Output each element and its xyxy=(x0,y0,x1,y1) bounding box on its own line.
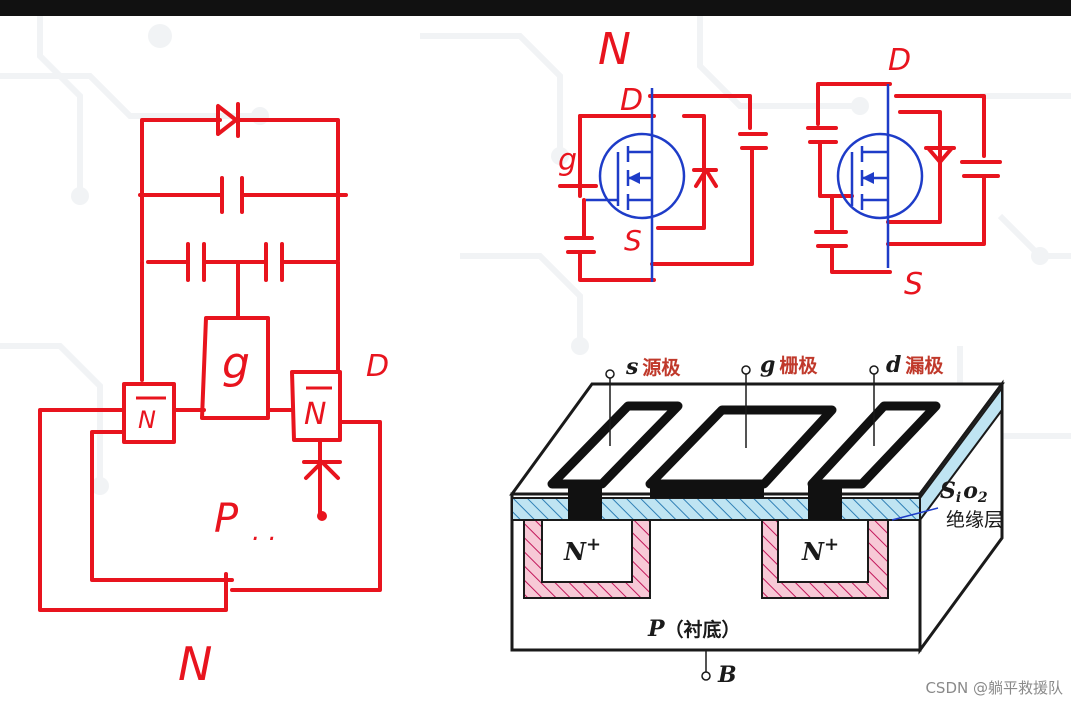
top-diode-symbol xyxy=(216,102,240,138)
watermark: CSDN @躺平救援队 xyxy=(925,679,1063,697)
cap-row-1 xyxy=(138,176,348,214)
sym1-drain-label: D xyxy=(620,83,643,118)
left-n-source: N xyxy=(138,406,156,434)
top-bar xyxy=(0,0,1071,16)
sym1-gate-label: g xyxy=(558,143,577,178)
n-plus-drain xyxy=(777,519,869,583)
sym2-drain-label: D xyxy=(888,43,911,78)
insulator-label: 绝缘层 xyxy=(946,509,1003,531)
top-diode-wire xyxy=(140,118,340,197)
substrate-outline xyxy=(38,408,382,612)
drain-n-box xyxy=(290,370,342,442)
source-n-box xyxy=(122,382,176,444)
sym2-source-label: S xyxy=(904,267,923,302)
n-plus-drain-label: N+ xyxy=(801,534,839,566)
left-bottom-n: N xyxy=(178,637,212,691)
sym1-source-label: S xyxy=(624,224,642,257)
n-plus-source-label: N+ xyxy=(563,534,601,566)
sio2-label: Sio2 xyxy=(940,478,988,506)
cap-row-2 xyxy=(146,242,338,282)
n-plus-source xyxy=(541,519,633,583)
substrate-label: P（衬底） xyxy=(647,616,741,642)
left-n-drain: N xyxy=(304,397,326,432)
cap-row-1-vert xyxy=(140,193,340,262)
gate-box xyxy=(200,316,270,420)
left-drain-label: D xyxy=(366,349,389,384)
left-gate-label: g xyxy=(222,338,250,389)
left-sketch xyxy=(38,102,382,612)
bulk-label: B xyxy=(717,662,737,688)
left-dots: . . xyxy=(252,517,277,547)
body-diode xyxy=(302,438,342,518)
right-title-n: N xyxy=(598,24,631,75)
mosfet-symbol-2: D S xyxy=(806,43,1002,302)
cap-row-2-down xyxy=(140,260,340,382)
mosfet-symbol-1: D g S xyxy=(558,83,768,282)
left-substrate-label: P xyxy=(214,496,239,542)
n-bar-marks xyxy=(136,386,332,400)
